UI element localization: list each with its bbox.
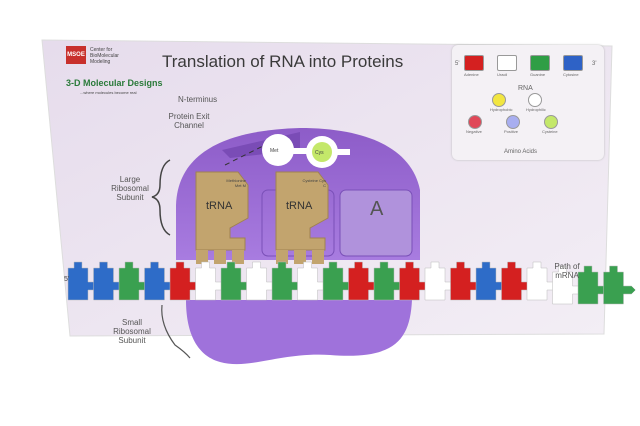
msoe-caption: Center for BioMolecular Modeling <box>90 47 119 65</box>
legend-aa-label: Cysteine <box>542 129 558 134</box>
nucleotide-G[interactable] <box>603 265 636 305</box>
cys-tail <box>336 149 350 155</box>
legend-aa-cysteine <box>544 115 558 129</box>
nucleotide-C[interactable] <box>475 261 509 301</box>
n-terminus-pointer <box>224 144 266 166</box>
cys-side-chain <box>312 142 332 162</box>
nucleotide-G[interactable] <box>271 261 305 301</box>
nucleotide-C[interactable] <box>67 261 101 301</box>
peptide-bond <box>292 148 308 154</box>
trna-2-label: tRNA <box>286 200 313 212</box>
legend-5prime: 5' <box>455 61 460 67</box>
nucleotide-A[interactable] <box>348 261 381 301</box>
page-title: Translation of RNA into Proteins <box>162 52 404 71</box>
five-prime-label: 5' <box>64 276 70 283</box>
nucleotide-C[interactable] <box>144 261 177 301</box>
molecular-designs-logo: 3-D Molecular Designs <box>66 78 163 88</box>
legend-nucleotide-adenine <box>464 55 484 71</box>
legend-nucleotide-uracil <box>497 55 517 71</box>
nucleotide-G[interactable] <box>322 261 356 301</box>
nucleotide-A[interactable] <box>169 261 203 301</box>
legend-aa-label: Hydrophilic <box>526 107 546 112</box>
molecular-designs-tagline: ...where molecules become real <box>80 90 137 95</box>
legend-aa-hydrophobic <box>492 93 506 107</box>
legend-nucleotide-label: Adenine <box>464 72 479 77</box>
n-terminus-label: N-terminus <box>178 95 218 104</box>
small-subunit-label: Small Ribosomal Subunit <box>113 318 151 345</box>
legend-nucleotide-cytosine <box>563 55 583 71</box>
small-ribosomal-subunit <box>186 300 412 365</box>
trna-1[interactable] <box>195 171 249 264</box>
legend-nucleotide-guanine <box>530 55 550 71</box>
large-subunit-label: Large Ribosomal Subunit <box>111 175 149 202</box>
trna-2[interactable] <box>275 171 329 264</box>
trna-1-label: tRNA <box>206 200 233 212</box>
legend-aa-label: Positive <box>504 129 519 134</box>
nucleotide-A[interactable] <box>450 261 483 301</box>
legend-aa-positive <box>506 115 520 129</box>
legend-3prime: 3' <box>592 61 597 67</box>
legend-aa-label: Hydrophobic <box>490 107 513 112</box>
met-label: Met <box>270 148 279 154</box>
cys-label: Cys <box>315 150 324 156</box>
legend-aa-hydrophilic <box>528 93 542 107</box>
legend-nucleotide-label: Uracil <box>497 72 508 77</box>
nucleotide-U[interactable] <box>246 261 279 301</box>
nucleotide-G[interactable] <box>118 261 152 301</box>
a-site-label: A <box>370 198 384 220</box>
nucleotide-G[interactable] <box>577 265 611 305</box>
nucleotide-U[interactable] <box>195 261 228 301</box>
nucleotide-A[interactable] <box>399 261 432 301</box>
nucleotide-U[interactable] <box>526 261 560 301</box>
legend-aa-title: Amino Acids <box>504 149 538 155</box>
nucleotide-G[interactable] <box>220 261 254 301</box>
legend-card: 5' 3' Adenine Uracil Guanine Cytosine Hy… <box>452 45 604 160</box>
nucleotide-U[interactable] <box>424 261 458 301</box>
small-subunit-pointer <box>161 304 191 359</box>
a-site <box>339 189 413 257</box>
legend-nucleotide-label: Cytosine <box>563 72 579 77</box>
large-subunit-brace <box>151 159 171 236</box>
exit-channel-label: Protein Exit Channel <box>168 112 210 130</box>
amino-acid-met[interactable] <box>262 134 294 166</box>
nucleotide-A[interactable] <box>501 261 534 301</box>
legend-aa-negative <box>468 115 482 129</box>
legend-rna-title: RNA <box>518 85 533 92</box>
nucleotide-U[interactable] <box>552 265 585 305</box>
nucleotide-C[interactable] <box>93 261 126 301</box>
legend-aa-label: Negative <box>466 129 482 134</box>
nucleotide-U[interactable] <box>297 261 330 301</box>
trna-2-amino: Cysteine Cys C <box>302 178 326 188</box>
msoe-logo: MSOE <box>66 46 86 64</box>
mrna-strand <box>67 261 636 305</box>
trna-1-amino: Methionine Met M <box>226 178 246 188</box>
nucleotide-G[interactable] <box>373 261 407 301</box>
path-label: Path of mRNA <box>554 262 580 280</box>
legend-nucleotide-label: Guanine <box>530 72 546 77</box>
